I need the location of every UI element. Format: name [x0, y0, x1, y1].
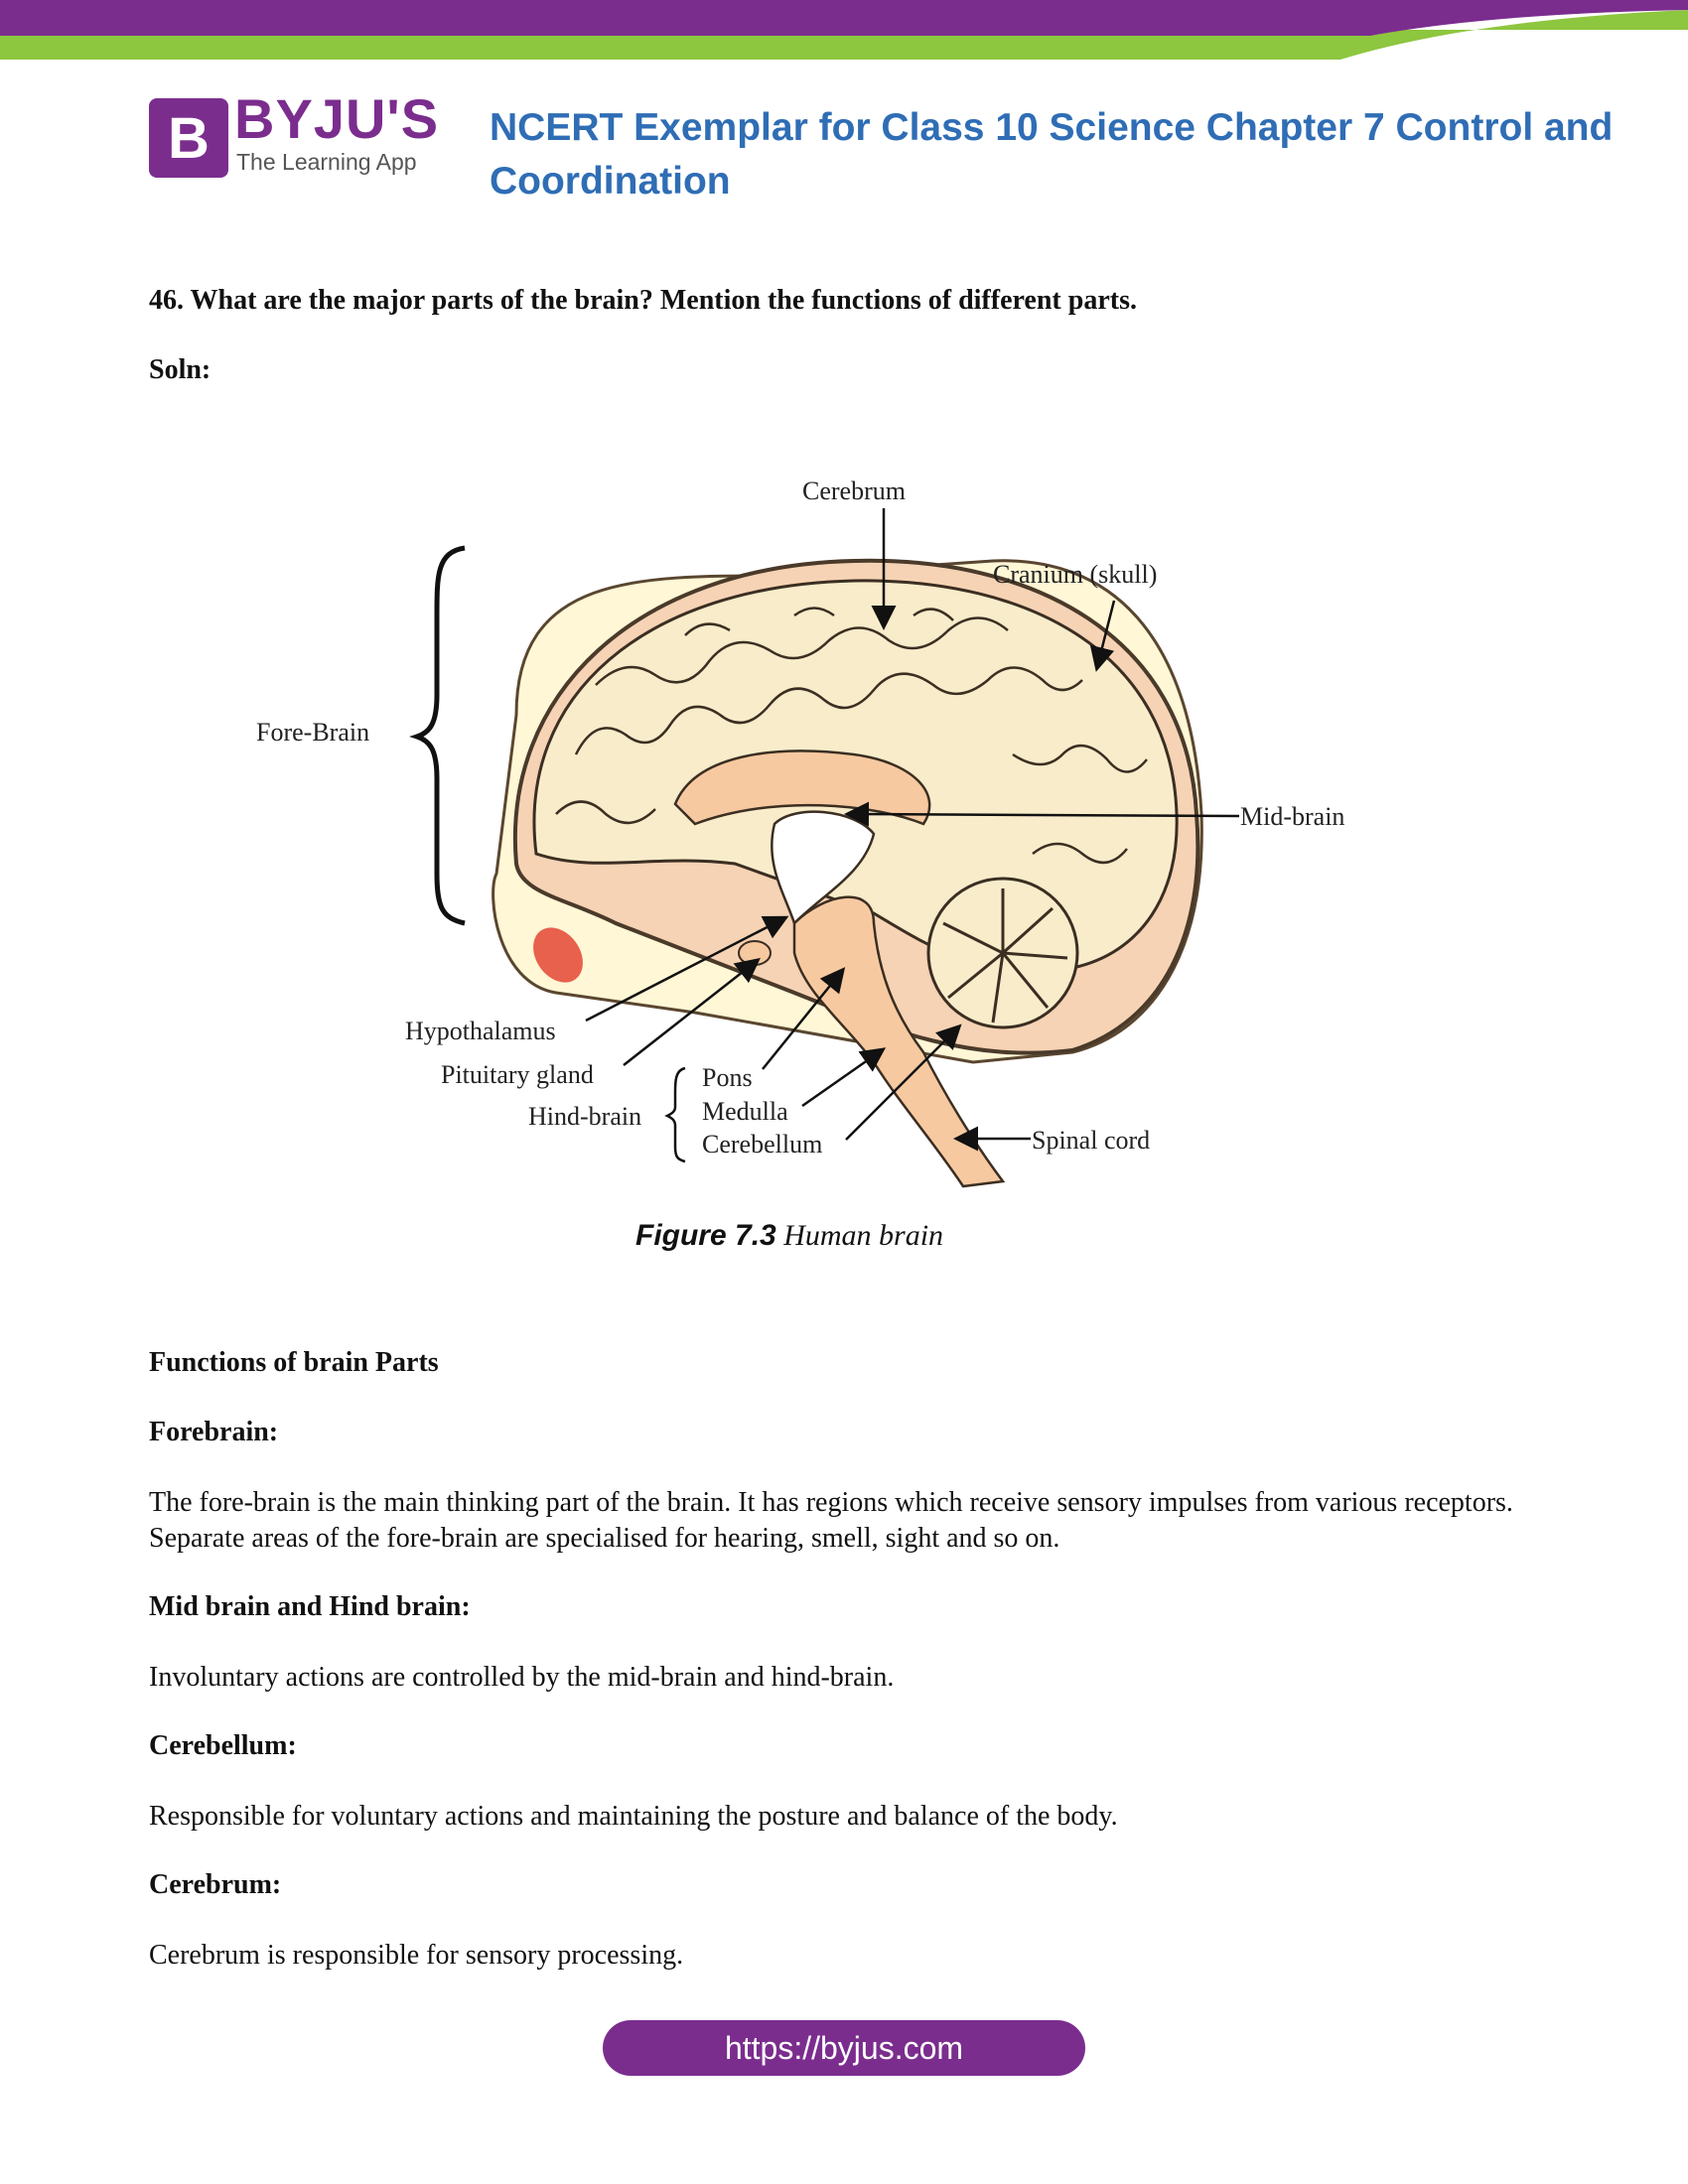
section-body-cerebellum: Responsible for voluntary actions and ma…: [149, 1801, 1118, 1832]
hypothalamus-leader: [585, 915, 789, 1023]
medulla-leader: [801, 1047, 887, 1108]
figure-caption-text: Human brain: [783, 1219, 944, 1252]
label-medulla: Medulla: [702, 1097, 788, 1126]
label-cerebrum: Cerebrum: [802, 477, 906, 505]
logo-letter: B: [168, 105, 210, 171]
section-title-mid-hind-brain: Mid brain and Hind brain:: [149, 1591, 471, 1622]
hind-brain-brace: [664, 1066, 686, 1163]
label-pons: Pons: [702, 1063, 753, 1092]
pons-leader: [762, 967, 846, 1070]
label-cerebellum: Cerebellum: [702, 1130, 822, 1159]
question-text: 46. What are the major parts of the brai…: [149, 285, 1137, 316]
label-spinal-cord: Spinal cord: [1032, 1126, 1150, 1155]
mid-brain-leader: [844, 801, 1240, 827]
header-band: [0, 0, 1688, 62]
ventricle: [771, 810, 876, 926]
fore-brain-brace: [409, 545, 466, 926]
section-title-cerebellum: Cerebellum:: [149, 1730, 297, 1761]
solution-label: Soln:: [149, 354, 211, 385]
section-title-forebrain: Forebrain:: [149, 1417, 279, 1447]
figure-caption: Figure 7.3 Human brain: [635, 1219, 943, 1253]
label-hypothalamus: Hypothalamus: [405, 1017, 556, 1045]
human-brain-figure: Cerebrum Cranium (skull) Fore-Brain Mid-…: [256, 477, 1344, 1188]
cranium-leader: [1089, 600, 1116, 672]
section-body-forebrain: The fore-brain is the main thinking part…: [149, 1487, 1513, 1554]
label-pituitary: Pituitary gland: [441, 1060, 594, 1089]
section-body-mid-hind-brain: Involuntary actions are controlled by th…: [149, 1662, 895, 1693]
label-mid-brain: Mid-brain: [1240, 802, 1344, 831]
section-title-cerebrum: Cerebrum:: [149, 1869, 282, 1900]
orbit-shape: [533, 927, 583, 983]
pituitary-leader: [623, 957, 761, 1066]
document-title: NCERT Exemplar for Class 10 Science Chap…: [490, 106, 1614, 203]
section-body-cerebrum: Cerebrum is responsible for sensory proc…: [149, 1940, 684, 1971]
label-cranium: Cranium (skull): [993, 560, 1157, 589]
label-fore-brain: Fore-Brain: [256, 718, 369, 747]
cerebellum-leader: [845, 1024, 962, 1141]
label-hind-brain: Hind-brain: [528, 1102, 641, 1131]
footer-url-link[interactable]: https://byjus.com: [603, 2020, 1085, 2076]
functions-heading: Functions of brain Parts: [149, 1347, 439, 1378]
brand-name: BYJU'S: [234, 87, 440, 150]
byjus-logo[interactable]: B: [149, 98, 228, 178]
brand-tagline: The Learning App: [236, 149, 417, 175]
figure-number: Figure 7.3: [635, 1219, 776, 1252]
cerebellum-shape: [926, 877, 1079, 1029]
